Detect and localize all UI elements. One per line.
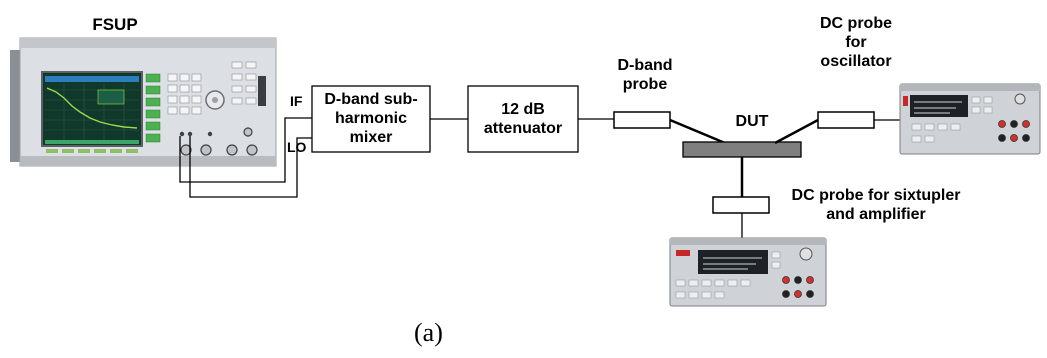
- analyzer-handle-left: [10, 50, 20, 162]
- dband-probe: [613, 111, 671, 129]
- analyzer-top-trim: [20, 38, 276, 48]
- screen-marker-box: [97, 89, 125, 105]
- dc-probe-sixtupler-label: DC probe for sixtupler and amplifier: [791, 187, 961, 223]
- psu-oscillator-display: [910, 95, 968, 117]
- analyzer-title: FSUP: [92, 15, 137, 34]
- keypad: [167, 73, 202, 115]
- psu-sixtupler: [669, 237, 827, 307]
- dband-probe-tip: [669, 118, 726, 145]
- analyzer-wiring: [179, 117, 312, 198]
- attenuator-label: 12 dB attenuator: [483, 101, 563, 137]
- screen-header-bar: [45, 76, 139, 82]
- dc-probe-oscillator-label: DC probe for oscillator: [820, 15, 892, 70]
- lo-port-label: LO: [287, 139, 307, 155]
- bottom-softkeys: [46, 149, 138, 153]
- if-port-label: IF: [290, 93, 303, 109]
- dc-probe-sixtupler: [712, 196, 770, 214]
- rf-connectors: [180, 127, 258, 156]
- psu-sixtupler-display: [698, 250, 768, 274]
- mixer-block: [311, 85, 431, 153]
- dc-probe-oscillator-tip: [774, 118, 819, 145]
- fsup-analyzer: [10, 37, 277, 167]
- lo-cable: [189, 136, 312, 198]
- softkeys: [145, 73, 161, 143]
- screen-trace: [46, 87, 138, 129]
- figure-caption: (a): [414, 318, 443, 347]
- small-ports: [179, 131, 213, 137]
- if-cable: [179, 117, 312, 183]
- rotary-knob-center: [212, 97, 218, 103]
- psu-oscillator: [899, 83, 1041, 155]
- analyzer-bottom-trim: [20, 156, 276, 166]
- dc-probe-oscillator: [817, 111, 875, 129]
- dband-probe-label: D-band probe: [617, 57, 673, 93]
- dut-label: DUT: [735, 113, 769, 130]
- screen-status-bar: [45, 140, 139, 144]
- dut-chip: [682, 141, 802, 158]
- mixer-label: D-band sub- harmonic mixer: [324, 91, 418, 146]
- front-slot: [258, 76, 266, 106]
- analyzer-screen: [41, 71, 143, 147]
- function-keys: [231, 61, 257, 105]
